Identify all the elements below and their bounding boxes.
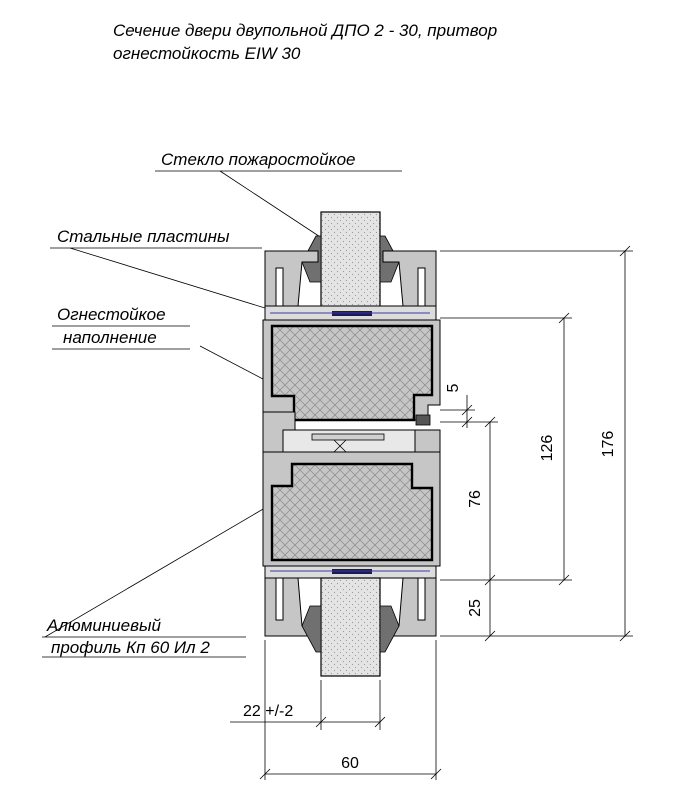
upper-fire-fill (270, 324, 434, 422)
top-glass-pane (320, 211, 381, 311)
dim-22: 22 +/-2 (243, 703, 293, 720)
top-glass-assembly (264, 211, 437, 321)
label-fireproof-glass: Стекло пожаростойкое (161, 150, 356, 169)
leader-profile (42, 504, 271, 658)
leader-fill (52, 325, 285, 391)
bottom-profile-right (382, 577, 437, 637)
bottom-seal-right (379, 605, 400, 653)
dim-60: 60 (341, 755, 359, 772)
bottom-profile-left (264, 577, 319, 637)
rebate-seal-right (415, 414, 431, 426)
dimension-lines (230, 245, 633, 780)
label-aluminium-profile-line2: профиль Кп 60 Ил 2 (51, 638, 210, 657)
dim-25: 25 (467, 599, 484, 617)
drawing-title-line2: огнестойкость EIW 30 (113, 44, 301, 63)
dim-126: 126 (539, 435, 556, 462)
bottom-glass-assembly (264, 565, 437, 677)
label-aluminium-profile-line1: Алюминиевый (47, 616, 161, 635)
dim-176: 176 (600, 431, 617, 458)
drawing-title-line1: Сечение двери двупольной ДПО 2 - 30, при… (113, 21, 498, 40)
label-fire-fill-line1: Огнестойкое (57, 305, 166, 324)
dim-76: 76 (467, 490, 484, 508)
bottom-glass-pane (320, 577, 381, 677)
upper-leaf (262, 319, 441, 422)
dim-5: 5 (445, 383, 462, 392)
bottom-seal-left (301, 605, 322, 653)
label-steel-plates: Стальные пластины (57, 227, 230, 246)
label-fire-fill-line2: наполнение (63, 328, 157, 347)
lower-leaf (262, 451, 441, 567)
rebate-gap (282, 429, 416, 453)
lower-fire-fill (270, 462, 434, 562)
leader-steel (50, 247, 279, 313)
